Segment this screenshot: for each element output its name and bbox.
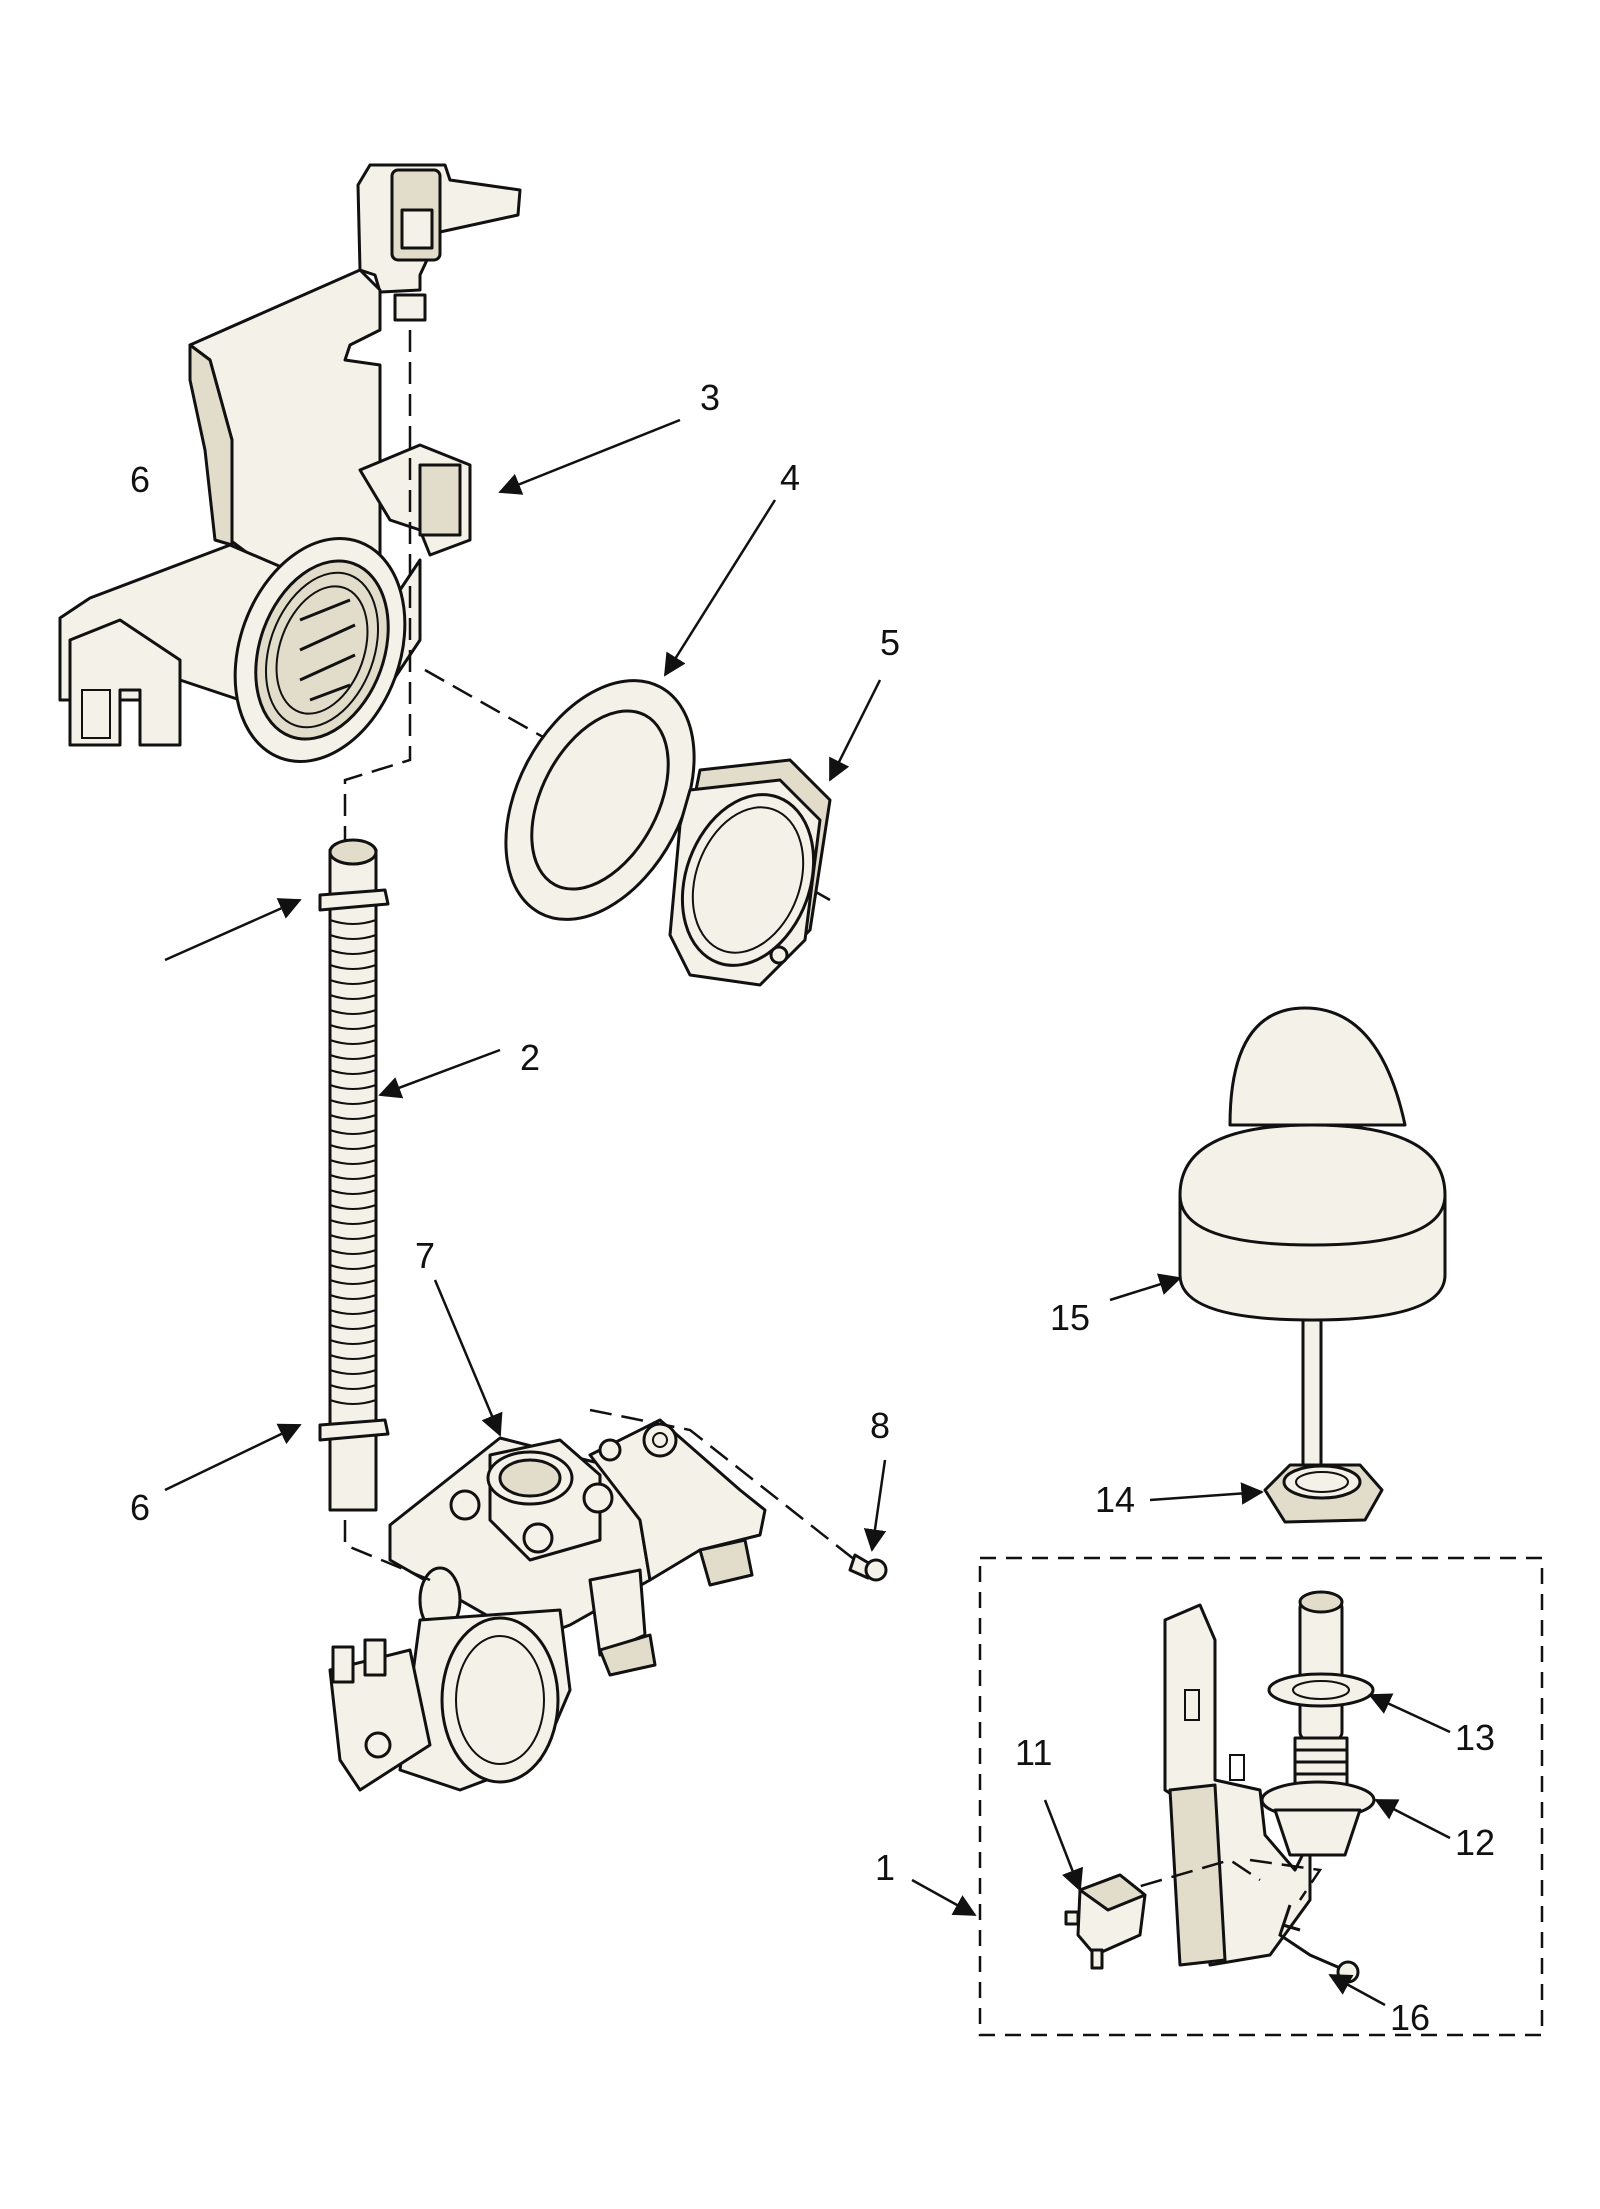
hose-rib — [329, 934, 377, 940]
assembly-line-clip — [1249, 1858, 1323, 1901]
assembly-line-switch — [1109, 1858, 1261, 1897]
hose-rib — [329, 979, 377, 985]
callout-6-top: 6 — [130, 459, 150, 500]
hose-rib — [329, 1099, 377, 1105]
assembly-line-top — [343, 330, 412, 845]
part-4-washer — [504, 679, 696, 921]
part-8-screw — [848, 1553, 888, 1582]
hose-rib — [329, 1054, 377, 1060]
leader-1 — [911, 1878, 977, 1917]
leader-4 — [663, 499, 777, 677]
hose-rib — [329, 919, 377, 925]
leader-6-top — [164, 898, 302, 962]
hose-rib — [329, 1399, 377, 1405]
callout-7: 7 — [415, 1235, 435, 1276]
hose-rib — [329, 1264, 377, 1270]
leader-arrows — [164, 418, 1451, 2007]
hose-rib — [329, 1369, 377, 1375]
part-7-inlet-valve — [328, 1418, 767, 1792]
leader-12 — [1374, 1798, 1451, 1840]
callout-11: 11 — [1015, 1732, 1052, 1773]
callout-6-bottom: 6 — [130, 1487, 150, 1528]
leader-14 — [1149, 1482, 1264, 1505]
part-5-hex-nut — [668, 758, 832, 987]
hose-rib — [329, 1129, 377, 1135]
leader-13 — [1368, 1693, 1451, 1734]
hose-rib — [329, 964, 377, 970]
hose-rib — [329, 1354, 377, 1360]
hose-rib — [329, 1204, 377, 1210]
hose-rib — [329, 1324, 377, 1330]
callout-16: 16 — [1390, 1997, 1430, 2038]
leader-7 — [433, 1279, 503, 1437]
part-11-micro-switch — [1064, 1873, 1147, 1970]
part-15-float — [1178, 1006, 1447, 1467]
leader-8 — [863, 1459, 887, 1552]
hose-rib — [329, 994, 377, 1000]
assembly-line-valve — [343, 1520, 431, 1582]
hose-rib — [329, 1279, 377, 1285]
callout-2: 2 — [520, 1037, 540, 1078]
leader-6-bottom — [164, 1423, 302, 1492]
part-2-hose — [318, 838, 390, 1512]
leader-16 — [1328, 1973, 1386, 2007]
callout-12: 12 — [1455, 1822, 1495, 1863]
part-14-hex-nut — [1263, 1463, 1384, 1524]
leader-15 — [1109, 1273, 1182, 1302]
callout-13: 13 — [1455, 1717, 1495, 1758]
hose-rib — [329, 1039, 377, 1045]
callout-3: 3 — [700, 377, 720, 418]
part-3-bracket-housing — [58, 163, 522, 763]
hose-rib — [329, 1114, 377, 1120]
leader-3 — [498, 418, 681, 495]
callout-1: 1 — [875, 1847, 895, 1888]
hose-rib — [329, 1234, 377, 1240]
hose-ribs — [329, 919, 377, 1405]
hose-rib — [329, 1024, 377, 1030]
hose-rib — [329, 1309, 377, 1315]
callout-14: 14 — [1095, 1479, 1135, 1520]
leader-11 — [1043, 1799, 1084, 1892]
hose-rib — [329, 1084, 377, 1090]
hose-rib — [329, 1144, 377, 1150]
hose-rib — [329, 1174, 377, 1180]
hose-rib — [329, 1069, 377, 1075]
hose-rib — [329, 1009, 377, 1015]
callout-5: 5 — [880, 622, 900, 663]
hose-rib — [329, 1249, 377, 1255]
leader-5 — [828, 679, 882, 782]
hose-rib — [329, 949, 377, 955]
hose-rib — [329, 1159, 377, 1165]
hose-rib — [329, 1294, 377, 1300]
callout-4: 4 — [780, 457, 800, 498]
assembly-line-screw — [589, 1408, 856, 1561]
hose-rib — [329, 1384, 377, 1390]
hose-rib — [329, 1189, 377, 1195]
callout-8: 8 — [870, 1405, 890, 1446]
leader-2 — [378, 1048, 501, 1099]
hose-rib — [329, 1219, 377, 1225]
hose-rib — [329, 1339, 377, 1345]
part-1-float-switch-assembly — [1163, 1590, 1376, 1967]
callout-15: 15 — [1050, 1297, 1090, 1338]
